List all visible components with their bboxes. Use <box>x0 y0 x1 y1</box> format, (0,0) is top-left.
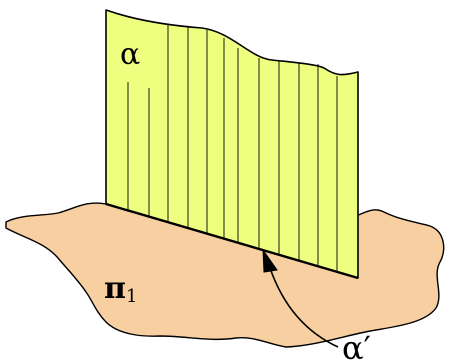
curved-arrow-icon <box>262 248 339 348</box>
label-alpha-prime: α′ <box>342 329 371 362</box>
label-alpha: α <box>120 37 140 72</box>
vertical-plane-alpha <box>105 9 359 279</box>
trace-line-alpha-prime <box>105 202 359 280</box>
label-pi: π <box>104 271 126 306</box>
label-pi-subscript: 1 <box>126 286 137 307</box>
plane-hatching <box>127 24 338 272</box>
